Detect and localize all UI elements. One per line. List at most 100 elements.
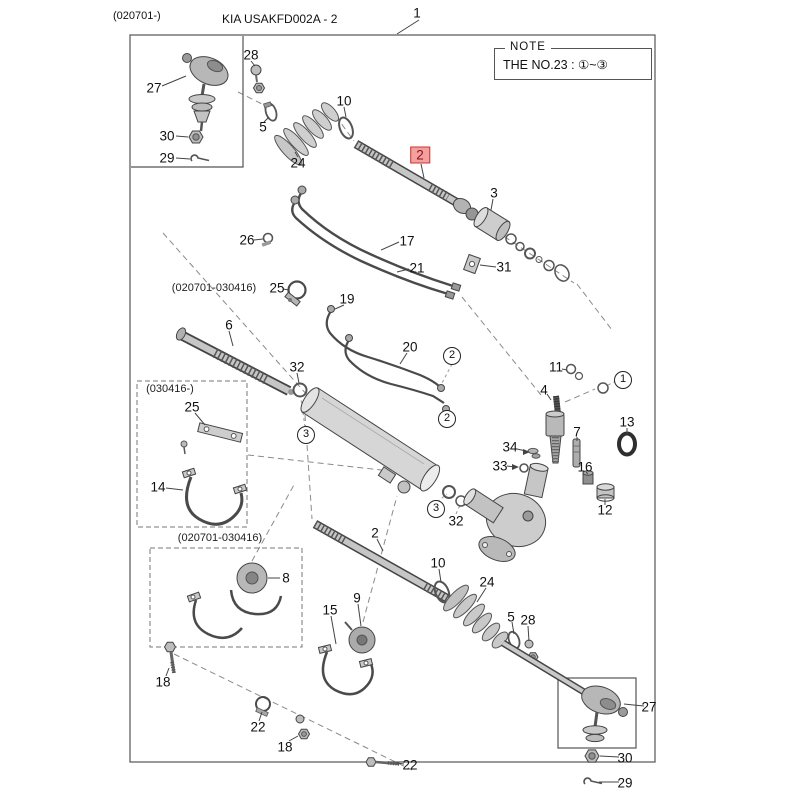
part-label-28: 28 (520, 612, 536, 628)
part-label-31: 31 (496, 259, 512, 275)
gear-housing (463, 462, 549, 562)
part-label-2: 2 (371, 525, 379, 541)
part-label-19: 19 (339, 291, 355, 307)
part-label-27: 27 (641, 699, 657, 715)
part-label-25: 25 (269, 280, 285, 296)
cap-12 (596, 483, 615, 502)
bushing-16 (582, 470, 594, 485)
part-label-24: 24 (290, 155, 306, 171)
part-label-4: 4 (540, 382, 548, 398)
clamp-10-top (338, 116, 354, 140)
mount-bushing-8 (229, 562, 283, 616)
bushing-3-top (473, 206, 511, 242)
bellows-boot-bottom (443, 584, 509, 649)
nut-30-bottom (584, 749, 600, 763)
part-label-10: 10 (336, 93, 352, 109)
ring-32-top (292, 382, 308, 398)
part-label-22: 22 (402, 757, 418, 773)
part-label-22: 22 (250, 719, 266, 735)
part-label-24: 24 (479, 574, 495, 590)
variant-boxes (136, 380, 303, 648)
part-label-29: 29 (159, 150, 175, 166)
part-label-20: 20 (402, 339, 418, 355)
part-label-5: 5 (259, 119, 267, 135)
border-boxes (129, 34, 656, 763)
shaft-7 (572, 438, 581, 468)
part-label-11: 11 (548, 359, 564, 375)
arrowheads (512, 449, 530, 470)
note-text: THE NO.23 : ①~③ (503, 58, 608, 72)
grommet-9 (344, 621, 376, 654)
part-label-6: 6 (225, 317, 233, 333)
part-label-3: 3 (490, 185, 498, 201)
part-label-33: 33 (492, 458, 508, 474)
part-label-32: 32 (289, 359, 305, 375)
part-label-34: 34 (502, 439, 518, 455)
pressure-pipes-17-21 (290, 185, 462, 300)
part-label-26: 26 (239, 232, 255, 248)
header-date-code: (020701-) (113, 10, 161, 22)
bolt-nut-18-second (295, 714, 311, 740)
part-label-29: 29 (617, 775, 633, 791)
strap-14 (181, 467, 248, 526)
bolt-28-top (250, 64, 266, 94)
header-title: KIA USAKFD002A - 2 (222, 12, 338, 26)
figure-number: 1 (413, 5, 421, 21)
part-label-(030416-): (030416-) (146, 383, 194, 395)
return-pipes-19-20 (325, 305, 450, 413)
plate-25-variant (180, 422, 244, 455)
bellows-boot-top (274, 102, 340, 166)
ring-13 (617, 431, 637, 457)
part-label-13: 13 (619, 414, 635, 430)
rack-housing (300, 387, 441, 494)
bolt-18-first (163, 641, 177, 674)
part-label-1: 1 (614, 371, 632, 389)
part-label-18: 18 (277, 739, 293, 755)
part-label-17: 17 (399, 233, 415, 249)
ring-set-top (505, 233, 570, 282)
tie-rod-end-top (182, 53, 229, 132)
part-label-25: 25 (184, 399, 200, 415)
part-label-32: 32 (448, 513, 464, 529)
washers-11 (565, 363, 584, 381)
tie-rod-end-bottom (501, 640, 628, 743)
cotter-pin-29-top (190, 154, 210, 162)
part-label-30: 30 (159, 128, 175, 144)
highlighted-part-label: 2 (410, 146, 430, 164)
part-label-12: 12 (597, 502, 613, 518)
spool-34 (527, 447, 541, 459)
rack-shaft-2-top (353, 140, 479, 221)
bracket-31 (462, 253, 482, 275)
pipe-clamp-25-top (284, 280, 307, 307)
part-label-30: 30 (617, 750, 633, 766)
valve-pinion-4 (545, 395, 565, 464)
part-label-2: 2 (438, 410, 456, 428)
ring-23-pos1 (597, 382, 609, 394)
part-label-27: 27 (146, 80, 162, 96)
part-label-14: 14 (150, 479, 166, 495)
ring-23-pos3b (442, 485, 456, 499)
part-label-3: 3 (427, 500, 445, 518)
bracket-lower-variant (186, 591, 243, 640)
part-label-21: 21 (409, 260, 425, 276)
part-label-10: 10 (430, 555, 446, 571)
part-label-3: 3 (297, 426, 315, 444)
part-label-5: 5 (507, 609, 515, 625)
washer-33 (519, 463, 529, 473)
rack-bar-6 (175, 327, 294, 396)
part-label-28: 28 (243, 47, 259, 63)
clamp-22-first (255, 696, 271, 717)
part-label-7: 7 (573, 424, 581, 440)
nut-30-top (188, 130, 204, 144)
rack-shaft-2-bottom (312, 520, 453, 604)
part-label-(020701-030416): (020701-030416) (177, 532, 263, 544)
bolt-22-second (365, 757, 400, 767)
part-label-(020701-030416): (020701-030416) (171, 282, 257, 294)
clamp-5-top (263, 101, 278, 122)
part-label-9: 9 (353, 590, 361, 606)
part-label-18: 18 (155, 674, 171, 690)
part-label-15: 15 (322, 602, 338, 618)
leader-lines (161, 19, 645, 783)
